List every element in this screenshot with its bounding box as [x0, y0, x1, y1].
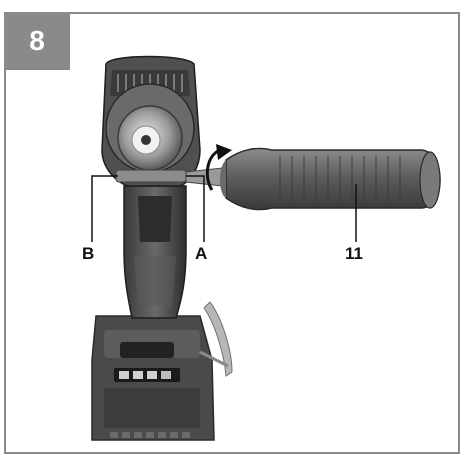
- drill-grip: [123, 185, 187, 319]
- handle-collar: [115, 169, 187, 183]
- belt-clip: [203, 301, 233, 377]
- callout-label-auxiliary-handle: 11: [345, 244, 363, 263]
- auxiliary-handle: [185, 147, 441, 211]
- figure-frame: [4, 12, 460, 454]
- battery-charge-indicator-icon: [114, 368, 180, 382]
- step-number-badge: 8: [4, 12, 70, 70]
- callout-label-a: A: [195, 244, 208, 263]
- callout-leader-lines: [91, 175, 357, 242]
- drill-chuck: [117, 105, 183, 171]
- battery-pack: [91, 315, 215, 441]
- callout-label-b: B: [82, 244, 95, 263]
- rotate-arrow-icon: [205, 144, 232, 191]
